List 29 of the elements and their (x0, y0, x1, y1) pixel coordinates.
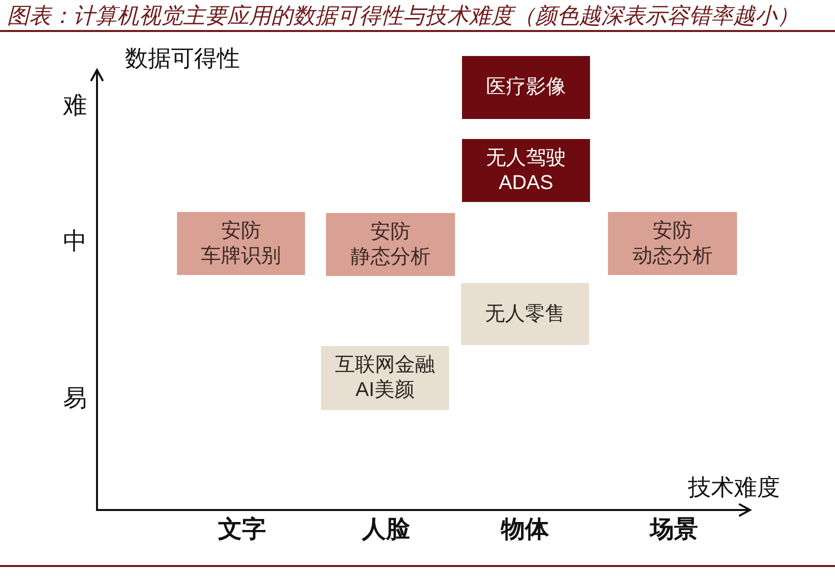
axis-tick-label: 难 (63, 92, 87, 120)
application-box (321, 346, 449, 410)
box-label: ADAS (498, 170, 554, 196)
axis-tick-label: 中 (63, 228, 87, 256)
application-box (461, 283, 589, 345)
axis-title: 技术难度 (688, 474, 780, 500)
axis-tick-label: 场景 (650, 516, 698, 544)
box-label: 安防 (652, 218, 692, 244)
box-label: 动态分析 (632, 244, 712, 268)
axis-tick-label: 人脸 (362, 516, 410, 544)
application-box (608, 212, 737, 275)
axis-title: 数据可得性 (125, 44, 240, 72)
application-box (462, 56, 590, 119)
box-label: 静态分析 (350, 244, 430, 270)
application-box (462, 139, 590, 202)
box-label: 无人零售 (485, 302, 565, 326)
box-label: 安防 (370, 220, 410, 244)
application-box (177, 212, 305, 275)
axis-tick-label: 文字 (218, 516, 266, 544)
box-label: 无人驾驶 (486, 146, 566, 170)
box-label: 安防 (221, 218, 261, 244)
chart-title: 图表：计算机视觉主要应用的数据可得性与技术难度（颜色越深表示容错率越小） (7, 3, 799, 29)
box-label: 互联网金融 (335, 353, 435, 378)
box-label: AI美颜 (356, 378, 414, 403)
application-box (326, 213, 455, 276)
box-label: 车牌识别 (201, 244, 281, 268)
box-label: 医疗影像 (486, 75, 566, 100)
axis-tick-label: 物体 (501, 516, 549, 544)
axis-tick-label: 易 (63, 385, 87, 413)
